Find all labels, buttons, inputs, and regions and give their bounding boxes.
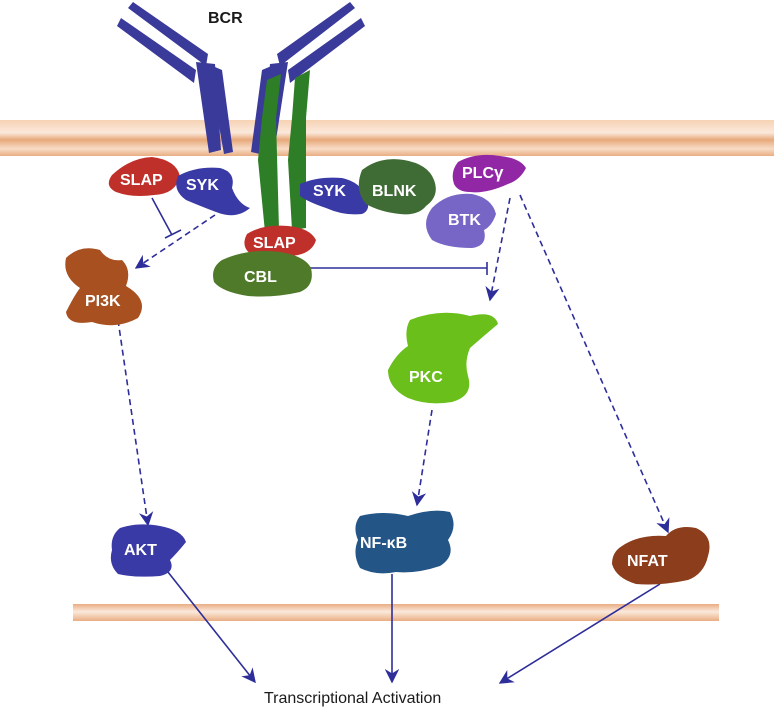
btk-shape (426, 193, 496, 248)
slap-center-label: SLAP (253, 235, 296, 252)
plc-gamma-shape (452, 154, 526, 193)
cbl-shape (213, 251, 312, 297)
akt-label: AKT (124, 542, 157, 559)
syk-left-shape (176, 167, 250, 216)
syk-left-label: SYK (186, 177, 219, 194)
nfat-label: NFAT (627, 553, 668, 570)
akt-shape (110, 524, 186, 577)
blnk-label: BLNK (372, 183, 417, 200)
plc-gamma-label: PLCγ (462, 163, 504, 182)
pi3k-label: PI3K (85, 293, 121, 310)
pkc-shape (388, 312, 498, 404)
bcr-receptor (117, 2, 365, 154)
slap-left-label: SLAP (120, 172, 163, 189)
syk-right-shape (300, 177, 369, 215)
nfkb-label: NF-κB (360, 535, 407, 552)
pi3k-shape (65, 248, 142, 326)
transcriptional-activation-label: Transcriptional Activation (264, 690, 441, 707)
bcr-label: BCR (208, 10, 243, 27)
nfat-shape (612, 527, 710, 585)
btk-label: BTK (448, 212, 481, 229)
nfkb-shape (355, 510, 454, 574)
slap-left-shape (108, 157, 180, 196)
syk-right-label: SYK (313, 183, 346, 200)
cbl-label: CBL (244, 269, 277, 286)
plasma-membrane (0, 120, 774, 156)
pathway-arrows (117, 194, 670, 684)
pkc-label: PKC (409, 369, 443, 386)
slap-center-shape (244, 225, 316, 258)
nuclear-membrane (73, 604, 719, 621)
blnk-shape (358, 159, 436, 215)
